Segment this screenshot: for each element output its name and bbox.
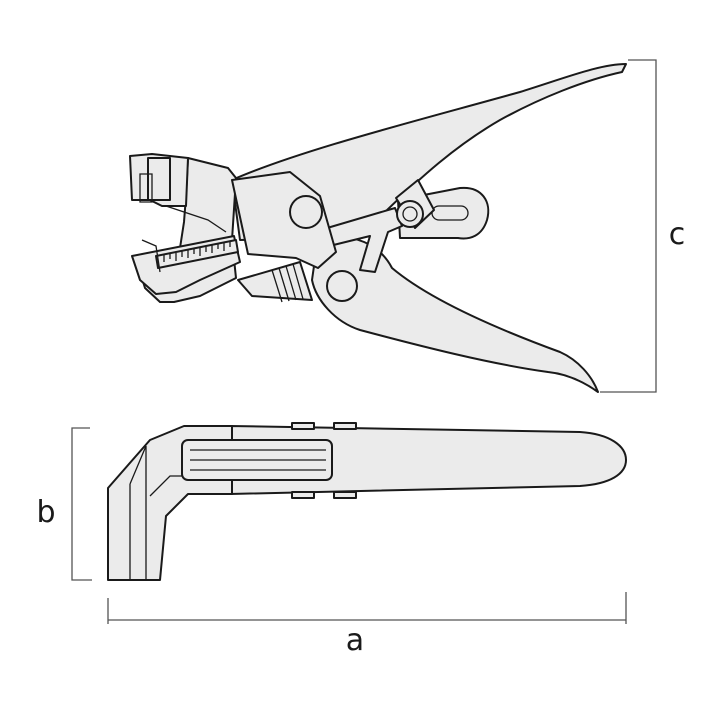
grip-pad (181, 439, 333, 481)
dimension-c (600, 59, 657, 393)
dimension-label-b: b (36, 495, 55, 530)
rivet-tabs (291, 422, 357, 499)
dimension-b (71, 427, 92, 581)
pivot-pins (289, 195, 424, 302)
scale-ticks (163, 242, 231, 262)
spring (237, 261, 313, 303)
top-view-pliers (107, 422, 627, 581)
upper-jaw (129, 153, 227, 233)
dimension-label-a: a (346, 623, 364, 658)
side-view-pliers (129, 63, 627, 393)
lower-handle (311, 235, 599, 393)
dimension-a (107, 592, 627, 624)
dimension-label-c: c (669, 217, 686, 252)
lower-jaw (131, 235, 241, 295)
